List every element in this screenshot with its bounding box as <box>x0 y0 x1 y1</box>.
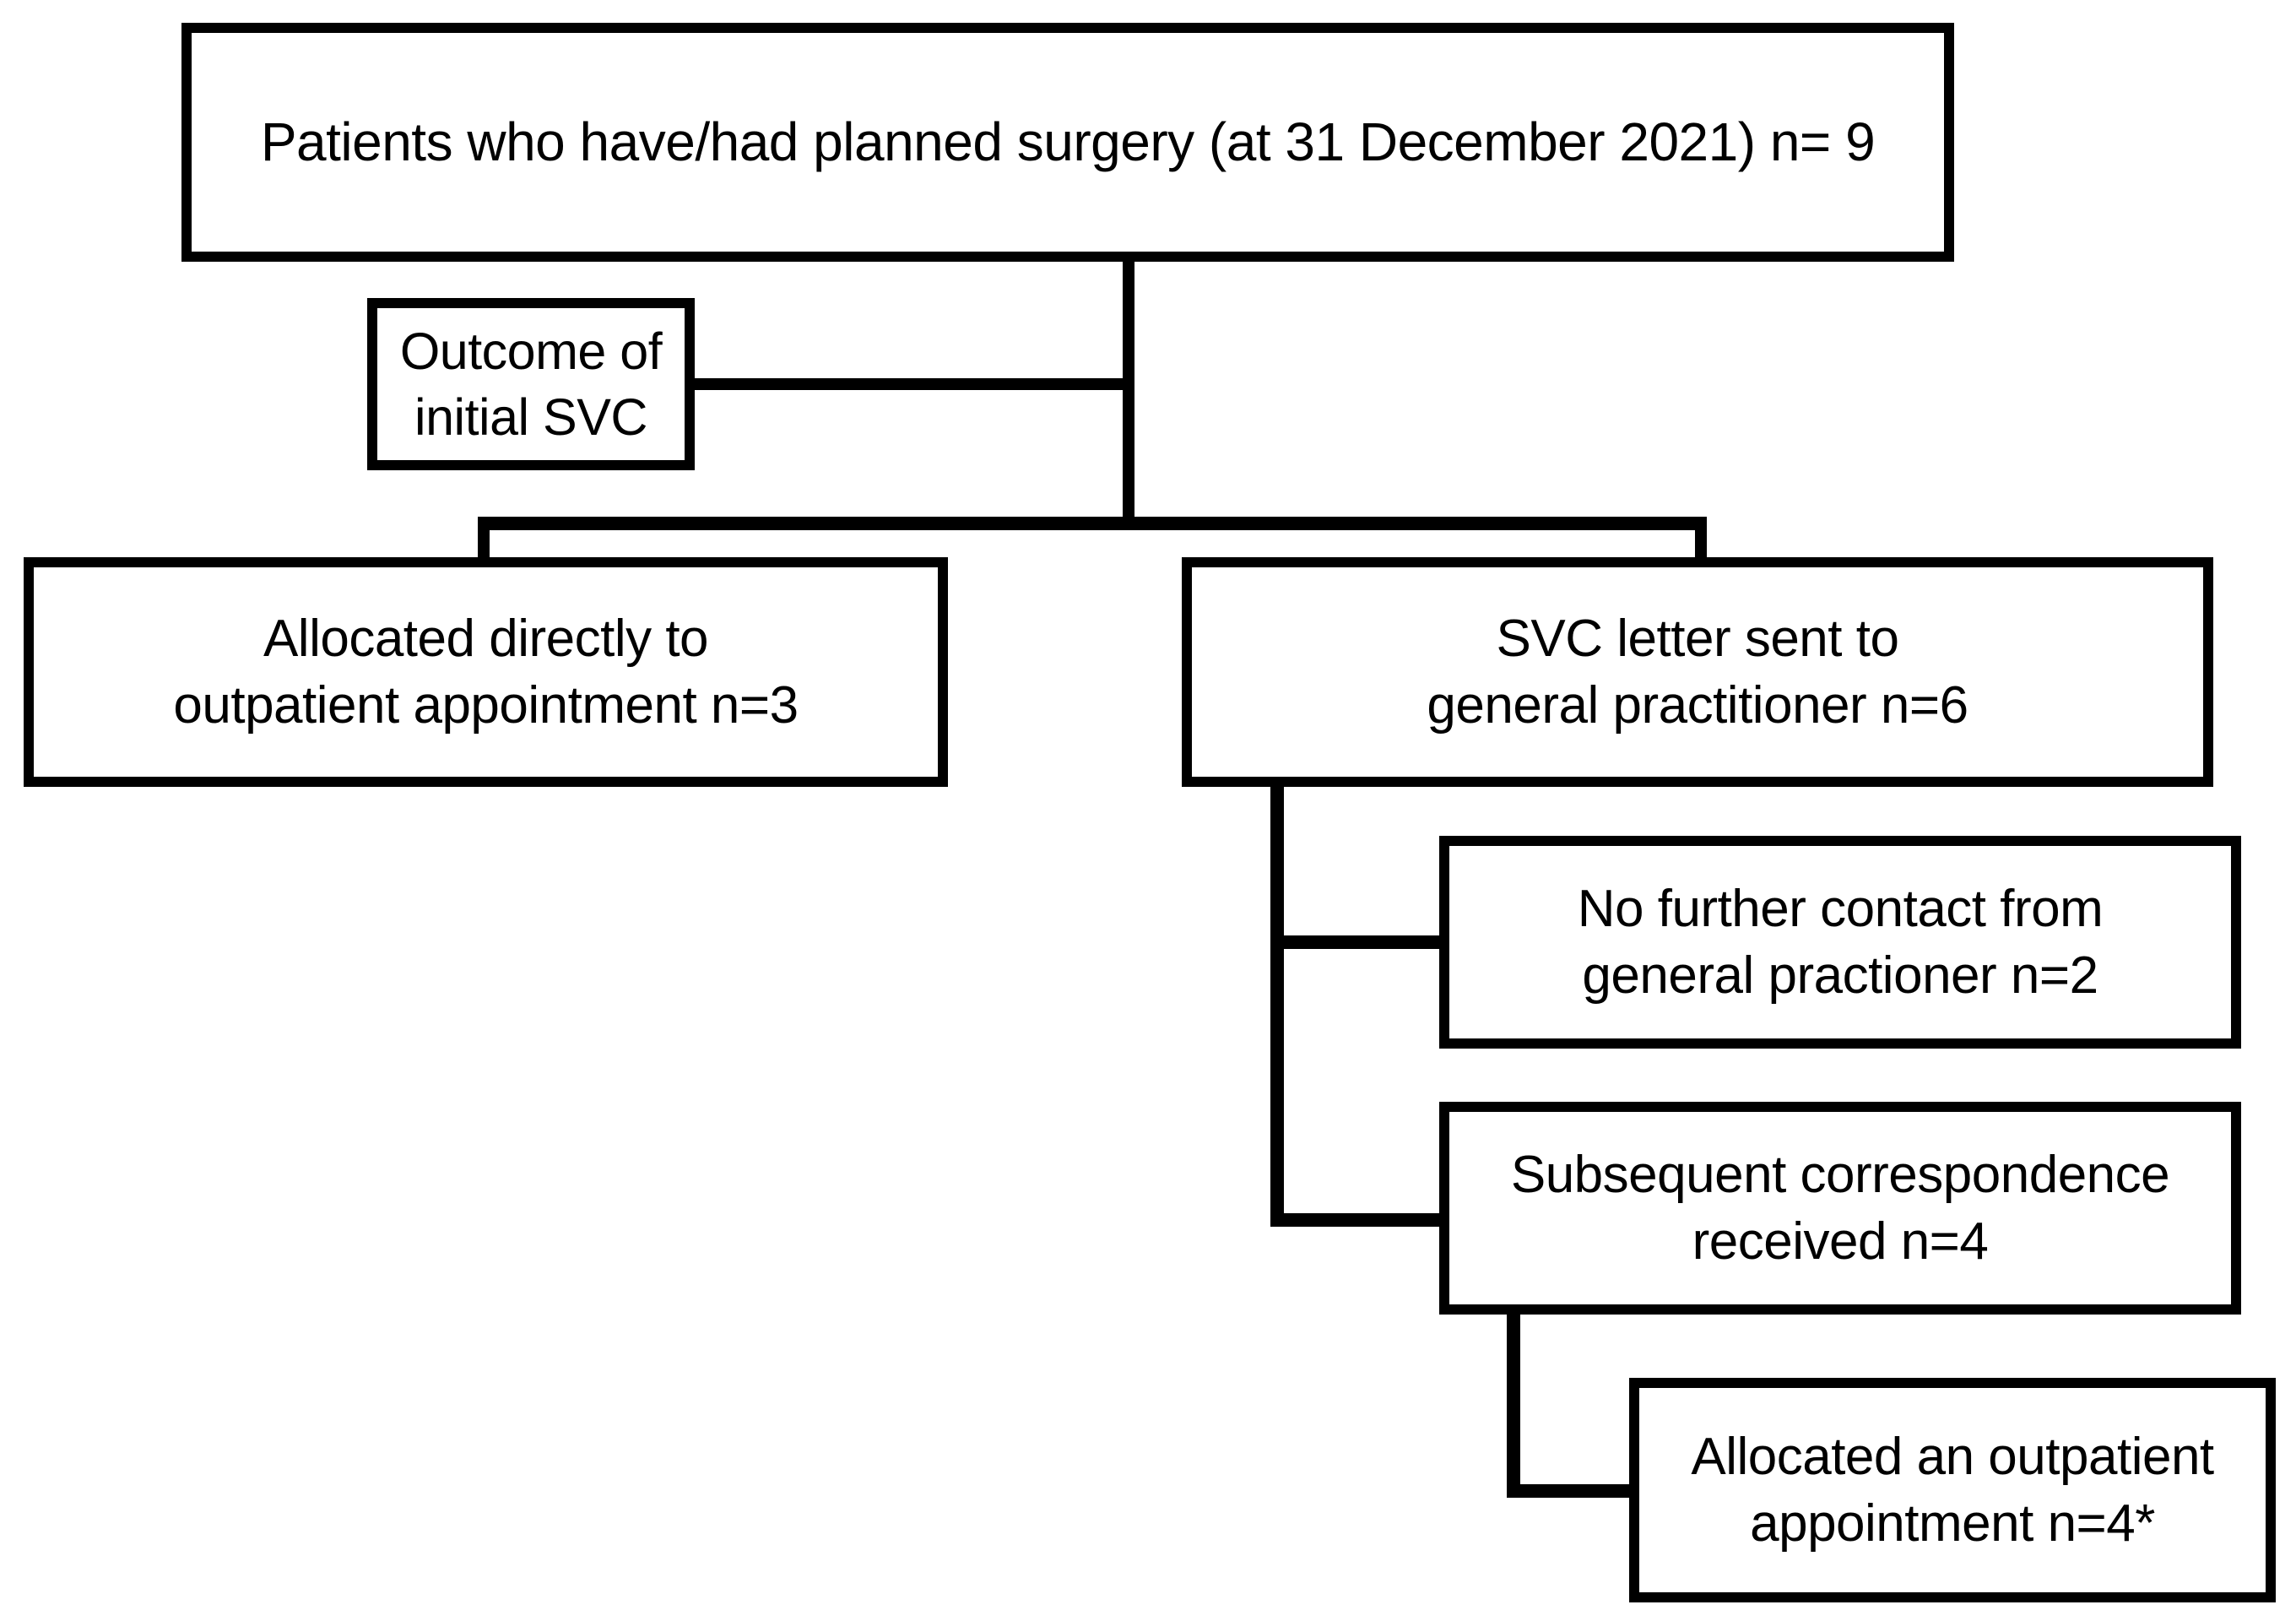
node-label-outcome: Outcome of initial SVC <box>399 322 663 446</box>
connector-arm-to-allocated <box>1507 1484 1638 1498</box>
connector-root-to-split <box>1123 258 1134 523</box>
connector-drop-to-direct <box>478 517 490 566</box>
node-svc-letter-general-practitioner: SVC letter sent to general practitioner … <box>1182 557 2213 787</box>
connector-subsequent-spine <box>1507 1310 1520 1498</box>
node-label-direct: Allocated directly to outpatient appoint… <box>173 609 799 735</box>
node-allocated-directly-outpatient: Allocated directly to outpatient appoint… <box>24 557 948 787</box>
node-label-root: Patients who have/had planned surgery (a… <box>260 111 1876 172</box>
connector-outcome-stub <box>690 378 1126 390</box>
connector-arm-to-nocontact <box>1270 935 1448 949</box>
connector-split-bar <box>478 517 1707 530</box>
node-allocated-outpatient-appointment: Allocated an outpatient appointment n=4* <box>1629 1378 2276 1602</box>
node-label-subsequent: Subsequent correspondence received n=4 <box>1510 1145 2170 1271</box>
node-outcome-initial-svc: Outcome of initial SVC <box>367 298 695 470</box>
node-no-further-contact: No further contact from general praction… <box>1439 836 2241 1049</box>
node-label-allocated: Allocated an outpatient appointment n=4* <box>1691 1427 2214 1553</box>
connector-drop-to-letter <box>1695 517 1707 566</box>
node-subsequent-correspondence: Subsequent correspondence received n=4 <box>1439 1102 2241 1315</box>
node-label-letter: SVC letter sent to general practitioner … <box>1427 609 1968 735</box>
node-label-nocontact: No further contact from general praction… <box>1577 879 2104 1005</box>
node-patients-planned-surgery: Patients who have/had planned surgery (a… <box>181 23 1954 262</box>
connector-arm-to-subsequent <box>1270 1213 1448 1227</box>
connector-letter-spine <box>1270 783 1284 1227</box>
